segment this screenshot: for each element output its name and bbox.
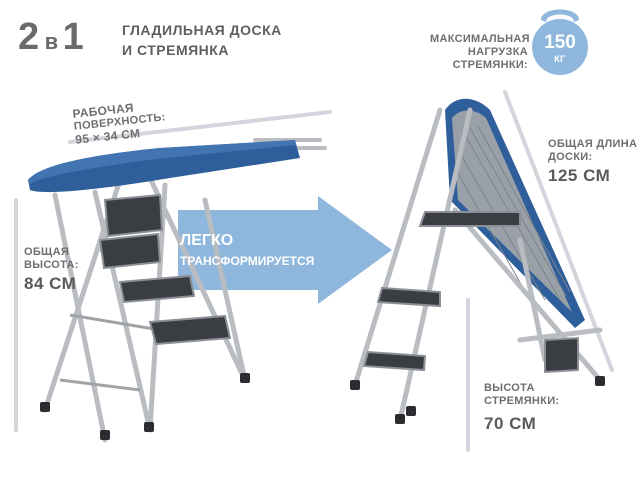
product-title-line1: ГЛАДИЛЬНАЯ ДОСКА [122, 22, 282, 38]
arrow-caption-line1: ЛЕГКО [180, 232, 234, 249]
total-height-value: 84 СМ [24, 274, 77, 293]
total-length-label-line2: ДОСКИ: [548, 151, 593, 163]
arrow-caption-line2: ТРАНСФОРМИРУЕТСЯ [180, 254, 315, 268]
heading-connector: в [44, 29, 59, 54]
max-load-label-line2: НАГРУЗКА [467, 46, 528, 58]
arrow-caption: ЛЕГКО ТРАНСФОРМИРУЕТСЯ [180, 232, 314, 268]
total-height-label-line1: ОБЩАЯ [24, 246, 70, 258]
ladder-height-callout: ВЫСОТА СТРЕМЯНКИ: 70 СМ [484, 382, 559, 434]
max-load-badge: 150 КГ [532, 32, 588, 64]
max-load-label-line3: СТРЕМЯНКИ: [452, 59, 528, 71]
page-heading: 2 в 1 [18, 16, 85, 59]
total-height-label-line2: ВЫСОТА: [24, 259, 79, 271]
total-length-label-line1: ОБЩАЯ ДЛИНА [548, 138, 638, 150]
transform-arrow [178, 196, 392, 304]
total-length-callout: ОБЩАЯ ДЛИНА ДОСКИ: 125 СМ [548, 138, 637, 186]
ladder-height-value: 70 СМ [484, 414, 537, 433]
max-load-label-line1: МАКСИМАЛЬНАЯ [430, 33, 530, 45]
max-load-label: МАКСИМАЛЬНАЯ НАГРУЗКА СТРЕМЯНКИ: [430, 33, 530, 72]
max-load-unit: КГ [554, 54, 566, 64]
step-ladder-illustration [350, 98, 605, 424]
work-surface-dimension-line [68, 110, 332, 144]
product-title-line2: И СТРЕМЯНКА [122, 42, 229, 58]
total-length-value: 125 СМ [548, 166, 611, 185]
ladder-height-label-line2: СТРЕМЯНКИ: [484, 395, 560, 407]
ironing-board-illustration [28, 138, 327, 443]
product-title: ГЛАДИЛЬНАЯ ДОСКА И СТРЕМЯНКА [122, 20, 282, 60]
total-length-dimension-line [503, 90, 614, 372]
heading-number-one: 1 [62, 16, 85, 58]
ladder-height-label-line1: ВЫСОТА [484, 382, 535, 394]
heading-number-two: 2 [18, 16, 41, 58]
dimension-lines [14, 90, 614, 452]
total-height-callout: ОБЩАЯ ВЫСОТА: 84 СМ [24, 246, 79, 294]
max-load-value: 150 [544, 32, 576, 53]
kettlebell-icon [532, 9, 588, 75]
